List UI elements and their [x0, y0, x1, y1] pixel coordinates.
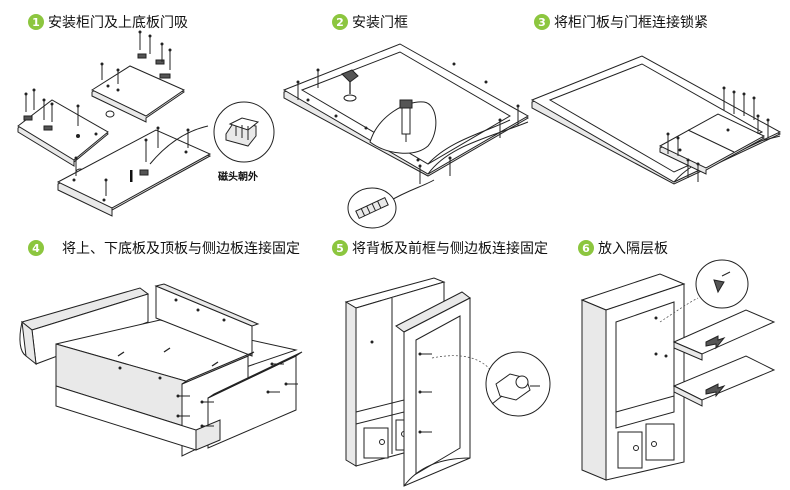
step-6-title: 6 放入隔层板 [578, 238, 668, 258]
step-2-badge: 2 [332, 14, 348, 30]
frame-screws-step5 [418, 352, 432, 434]
step-4-title: 4 将上、下底板及顶板与侧边板连接固定 [28, 238, 300, 258]
step-4-illustration [19, 283, 303, 457]
step-1-label: 安装柜门及上底板门吸 [48, 15, 188, 31]
magnet-note: 磁头朝外 [218, 170, 258, 183]
step-1-illustration: 磁头朝外 [17, 30, 275, 217]
step-5-badge: 5 [332, 240, 348, 256]
right-door-panel [90, 53, 186, 123]
step-3-badge: 3 [534, 14, 550, 30]
step-6-badge: 6 [578, 240, 594, 256]
door-panel-on-frame [658, 113, 766, 175]
frame-assembly [530, 55, 782, 185]
shelf-board-lower [672, 355, 776, 407]
dowel-bubble [347, 179, 435, 229]
step-5-illustration [344, 277, 551, 487]
step-5-title: 5 将背板及前框与侧边板连接固定 [332, 238, 548, 258]
cam-bolt-bubble [369, 99, 437, 154]
fitting-detail-bubble [431, 351, 551, 417]
cam-lock-fitting [341, 69, 359, 102]
front-frame [395, 291, 471, 487]
cabinet-assembled [580, 273, 686, 481]
step-1-title: 1 安装柜门及上底板门吸 [28, 12, 188, 32]
step-6-illustration [580, 259, 776, 481]
magnet-detail-bubble [149, 101, 275, 165]
right-door-screws [100, 30, 172, 84]
step-3-illustration [530, 55, 782, 185]
step-1-badge: 1 [28, 14, 44, 30]
step-2-title: 2 安装门框 [332, 12, 408, 32]
shelf-board-upper [672, 309, 776, 361]
step-4-label: 将上、下底板及顶板与侧边板连接固定 [62, 241, 300, 257]
step-3-title: 3 将柜门板与门框连接锁紧 [534, 12, 708, 32]
frame-screws [296, 68, 520, 184]
step-6-label: 放入隔层板 [598, 241, 668, 257]
long-bottom-board [56, 126, 212, 217]
step-2-illustration [282, 43, 530, 229]
step-3-label: 将柜门板与门框连接锁紧 [554, 15, 708, 31]
step-4-badge: 4 [28, 240, 44, 256]
top-panel-vertical [154, 283, 260, 357]
step-5-label: 将背板及前框与侧边板连接固定 [352, 241, 548, 257]
door-screws [666, 86, 770, 182]
shelf-pin-bubble [659, 259, 749, 323]
left-door-screws [24, 88, 80, 126]
assembly-screws [176, 362, 298, 428]
step-2-label: 安装门框 [352, 15, 408, 31]
